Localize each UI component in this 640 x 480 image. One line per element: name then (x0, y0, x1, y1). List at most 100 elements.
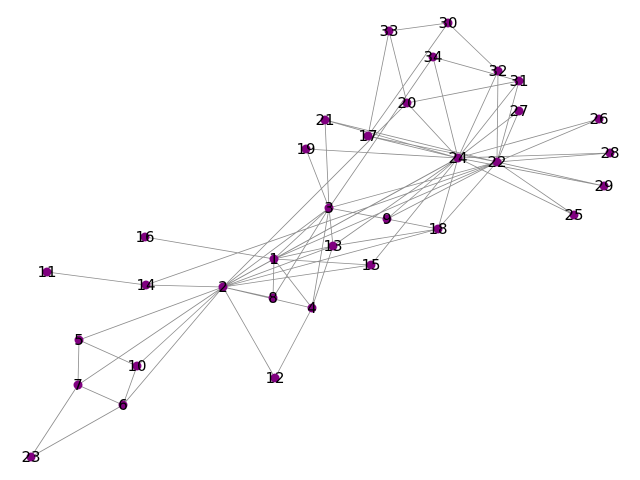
edge-30-33 (388, 22, 449, 32)
edge-24-28 (457, 152, 611, 159)
edge-2-24 (222, 157, 459, 288)
node-label-14: 14 (136, 276, 155, 294)
node-30 (443, 18, 453, 28)
edge-3-8 (272, 207, 330, 299)
node-label-24: 24 (448, 149, 467, 167)
edge-18-22 (437, 161, 498, 230)
node-label-25: 25 (564, 206, 583, 224)
edge-13-18 (332, 228, 439, 247)
edge-24-34 (432, 56, 459, 159)
edge-2-3 (222, 207, 330, 288)
node-25 (569, 210, 579, 220)
node-label-10: 10 (127, 357, 146, 375)
node-16 (140, 232, 150, 242)
edge-31-22 (496, 80, 520, 163)
edge-3-9 (328, 207, 388, 220)
edge-21-24 (324, 119, 459, 159)
node-label-3: 3 (324, 199, 334, 217)
edge-20-24 (406, 102, 459, 159)
node-8 (268, 293, 278, 303)
node-label-31: 31 (509, 72, 528, 90)
node-13 (328, 241, 338, 251)
node-label-9: 9 (382, 210, 392, 228)
node-label-6: 6 (118, 396, 128, 414)
node-label-20: 20 (397, 94, 416, 112)
edge-2-18 (222, 228, 439, 288)
edge-1-15 (273, 258, 372, 266)
node-label-22: 22 (487, 153, 506, 171)
edge-1-3 (273, 207, 330, 260)
node-34 (428, 52, 438, 62)
edge-2-5 (78, 286, 224, 341)
node-20 (402, 98, 412, 108)
edge-18-24 (437, 157, 459, 230)
edge-19-24 (305, 148, 459, 159)
edge-3-13 (328, 207, 334, 247)
node-label-18: 18 (428, 220, 447, 238)
edge-17-24 (367, 135, 459, 159)
node-2 (218, 282, 228, 292)
node-label-13: 13 (323, 237, 342, 255)
node-24 (453, 153, 463, 163)
edge-22-28 (496, 152, 611, 163)
edge-30-32 (447, 22, 499, 72)
node-label-33: 33 (379, 22, 398, 40)
edge-24-26 (457, 118, 600, 159)
edge-5-10 (78, 339, 138, 367)
node-9 (382, 214, 392, 224)
node-26 (594, 114, 604, 124)
edge-9-22 (386, 161, 498, 220)
edge-2-12 (222, 286, 276, 379)
node-label-4: 4 (307, 299, 317, 317)
node-19 (301, 144, 311, 154)
node-5 (74, 335, 84, 345)
edge-22-27 (496, 110, 520, 163)
edge-3-4 (311, 207, 330, 309)
edge-31-34 (432, 56, 520, 82)
edge-20-31 (406, 80, 520, 104)
node-31 (514, 76, 524, 86)
edge-6-7 (77, 384, 124, 406)
edge-2-20 (222, 102, 408, 288)
edge-24-25 (457, 157, 575, 216)
node-label-28: 28 (600, 144, 619, 162)
node-14 (141, 280, 151, 290)
node-7 (73, 380, 83, 390)
edge-1-16 (144, 236, 275, 260)
node-label-15: 15 (361, 256, 380, 274)
edge-22-25 (496, 161, 575, 216)
edge-4-12 (274, 307, 313, 379)
edge-1-8 (272, 258, 275, 299)
edge-20-33 (388, 30, 408, 104)
edge-22-32 (496, 70, 499, 163)
edge-6-23 (30, 404, 124, 458)
node-label-12: 12 (265, 369, 284, 387)
edge-17-30 (367, 22, 449, 137)
node-label-19: 19 (296, 140, 315, 158)
node-label-1: 1 (269, 250, 279, 268)
edge-17-33 (367, 30, 390, 137)
edge-4-13 (311, 245, 334, 309)
node-12 (270, 373, 280, 383)
edge-2-6 (122, 286, 224, 406)
node-21 (320, 115, 330, 125)
node-15 (366, 260, 376, 270)
node-17 (363, 131, 373, 141)
node-label-8: 8 (268, 289, 278, 307)
node-label-16: 16 (135, 228, 154, 246)
edge-1-13 (273, 245, 334, 260)
edge-1-22 (273, 161, 498, 260)
edge-2-8 (222, 286, 274, 299)
edge-1-4 (273, 258, 313, 309)
node-29 (599, 181, 609, 191)
node-label-32: 32 (488, 62, 507, 80)
node-label-7: 7 (73, 376, 83, 394)
edge-9-18 (386, 218, 439, 230)
node-4 (307, 303, 317, 313)
node-18 (433, 224, 443, 234)
node-label-21: 21 (315, 111, 334, 129)
edge-6-10 (122, 365, 138, 406)
edge-24-31 (457, 80, 520, 159)
edge-5-7 (77, 339, 80, 386)
edge-11-14 (46, 271, 147, 286)
